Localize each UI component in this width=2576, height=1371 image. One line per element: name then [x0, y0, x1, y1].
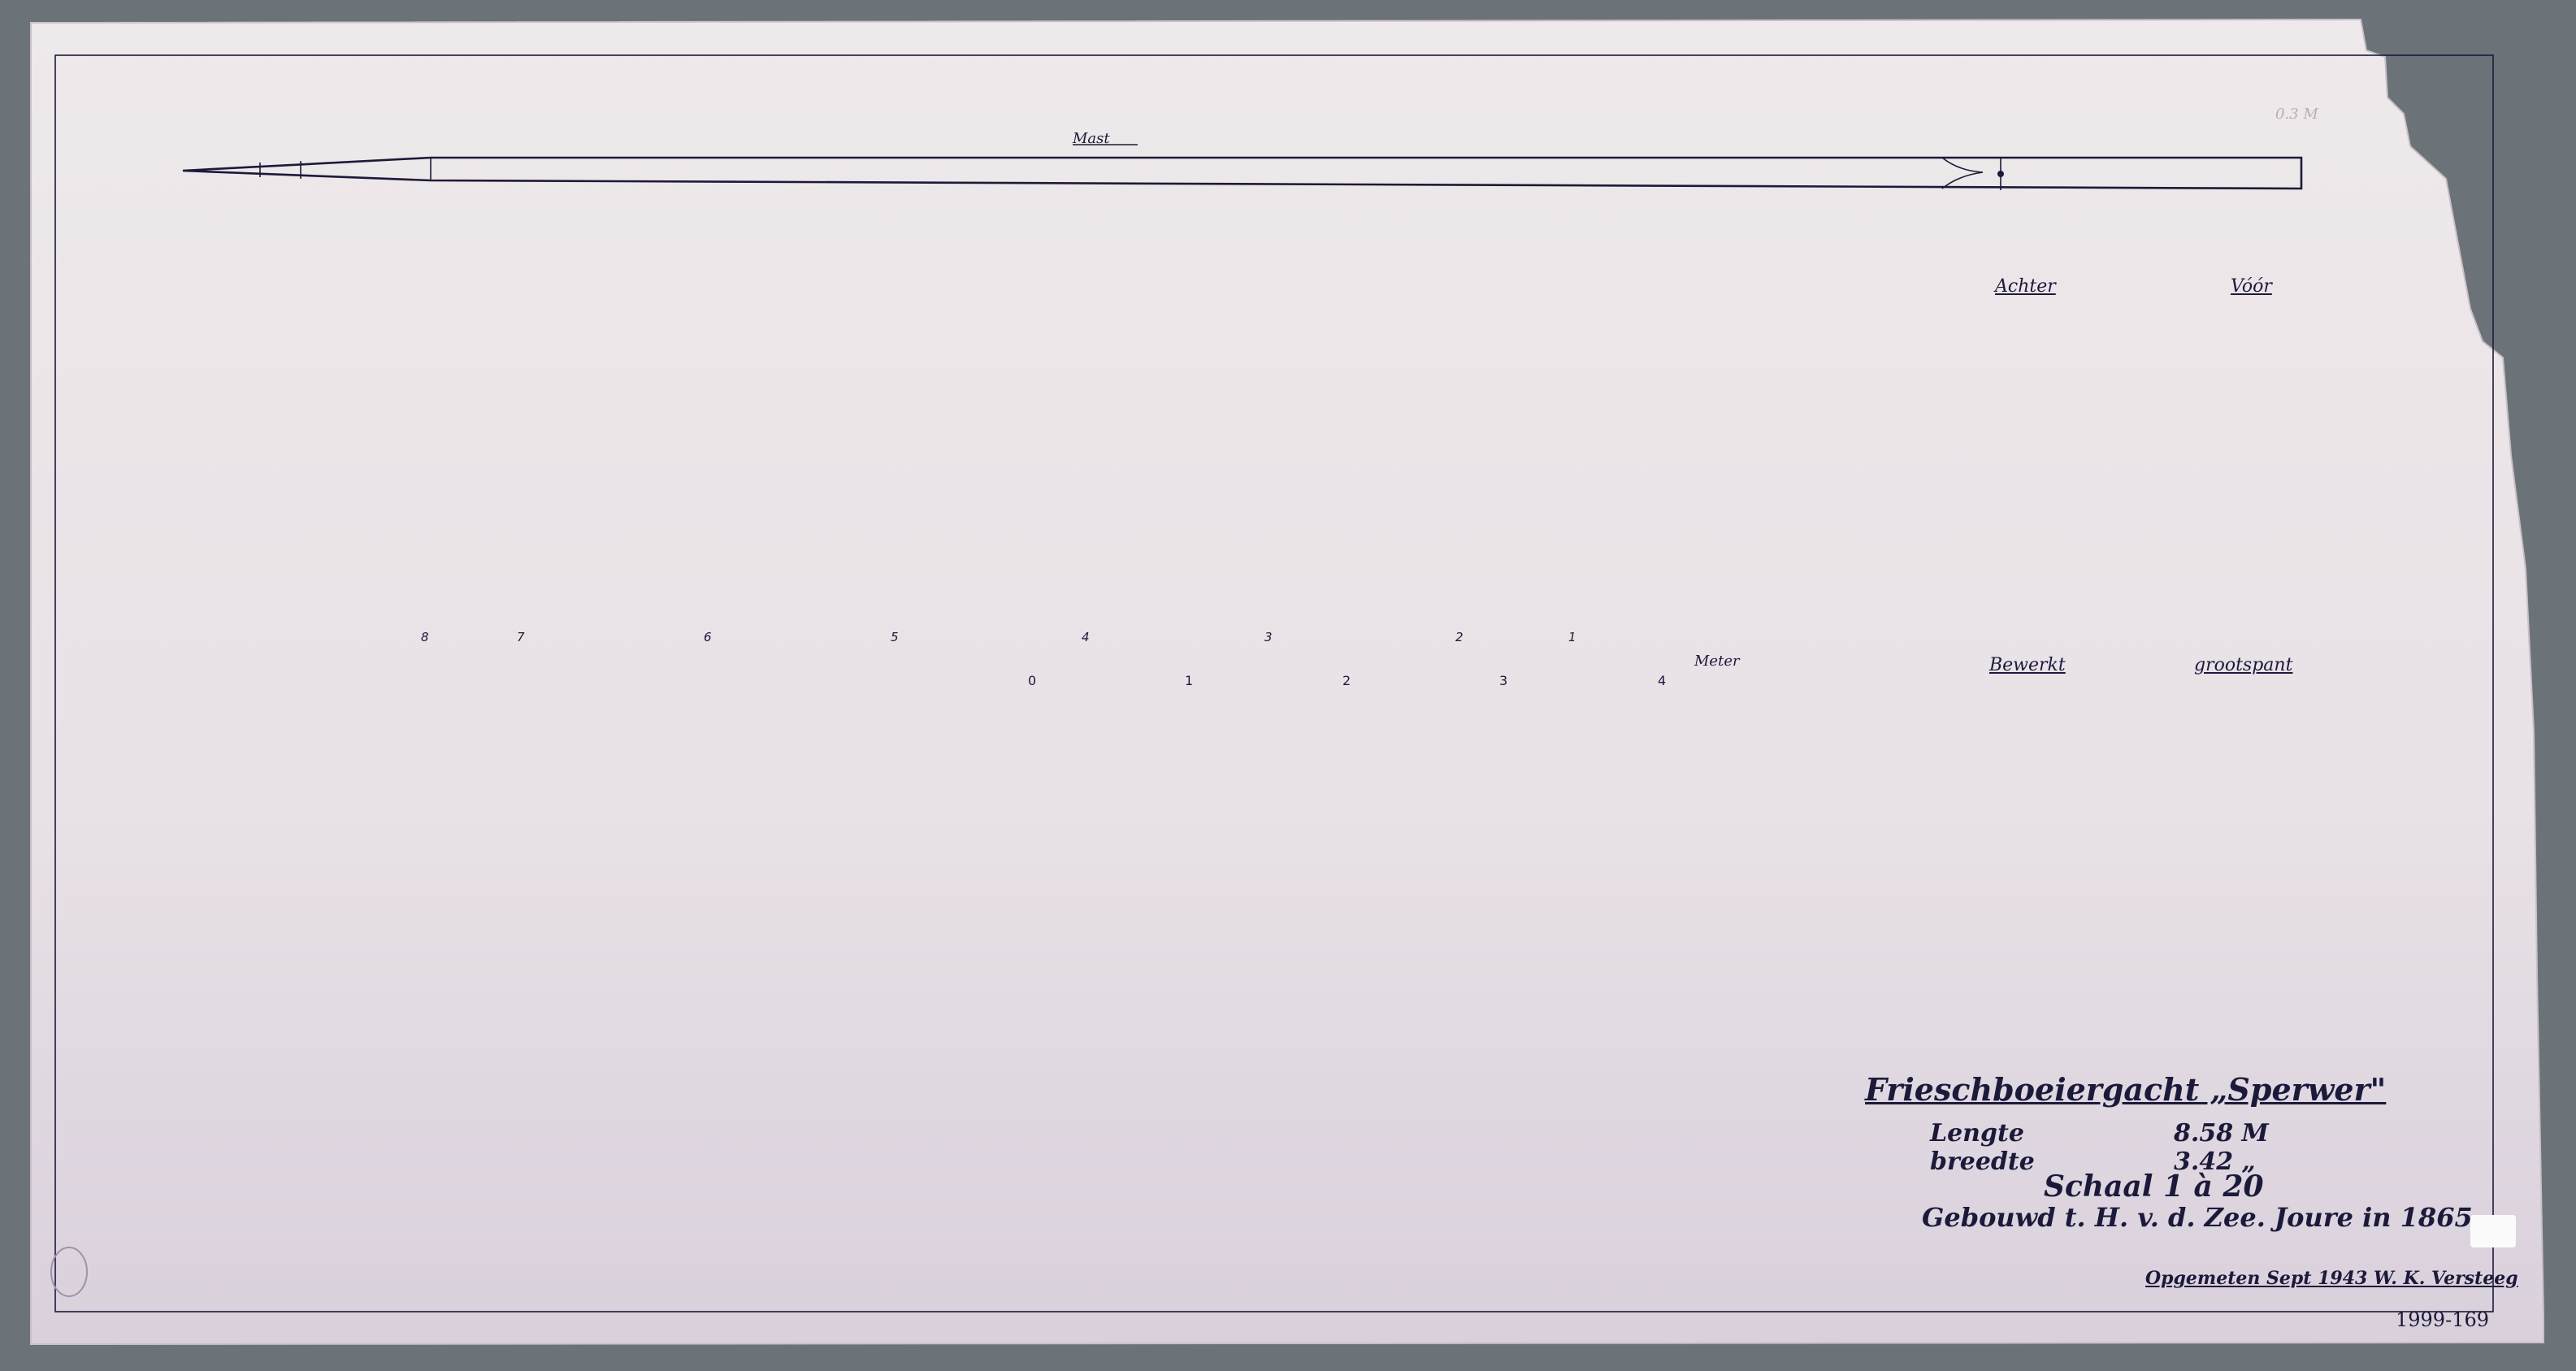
corner-pencil-note: 0.3 M [2275, 106, 2318, 123]
frame-number-1: 1 [1568, 630, 1576, 644]
beam-label: breedte [1930, 1148, 2035, 1176]
section-label-left: Bewerkt [1989, 655, 2066, 675]
tape-patch [2470, 1215, 2516, 1247]
mast-drawing [182, 144, 2303, 190]
stamp-mark [50, 1247, 88, 1297]
scale-tick-3: 3 [1499, 673, 1508, 688]
frame-number-8: 8 [421, 630, 429, 644]
title: Frieschboeiergacht „Sperwer" [1865, 1071, 2387, 1108]
scale-tick-4: 4 [1658, 673, 1667, 688]
scale-tick-2: 2 [1342, 673, 1351, 688]
beam-value: 3.42 „ [2174, 1148, 2256, 1176]
surveyed-text: Opgemeten Sept 1943 W. K. Versteeg [2145, 1268, 2518, 1289]
length-label: Lengte [1930, 1119, 2024, 1148]
inventory-number: 1999-169 [2396, 1308, 2489, 1331]
scale-unit-label: Meter [1694, 653, 1740, 670]
view-bow-label: Vóór [2231, 276, 2272, 297]
frame-number-5: 5 [891, 630, 899, 644]
frame-number-6: 6 [704, 630, 712, 644]
scale-tick-0: 0 [1028, 673, 1037, 688]
built-text: Gebouwd t. H. v. d. Zee. Joure in 1865. [1922, 1202, 2482, 1233]
scale-text: Schaal 1 à 20 [2044, 1169, 2264, 1204]
frame-number-4: 4 [1082, 630, 1090, 644]
length-value: 8.58 M [2174, 1119, 2269, 1148]
frame-number-3: 3 [1264, 630, 1273, 644]
scale-tick-1: 1 [1185, 673, 1194, 688]
frame-number-2: 2 [1455, 630, 1464, 644]
view-stern-label: Achter [1995, 276, 2056, 297]
frame-number-7: 7 [517, 630, 525, 644]
drawing-border [54, 54, 2494, 1312]
mast-label: Mast [1073, 130, 1110, 147]
section-label-right: grootspant [2194, 655, 2293, 675]
